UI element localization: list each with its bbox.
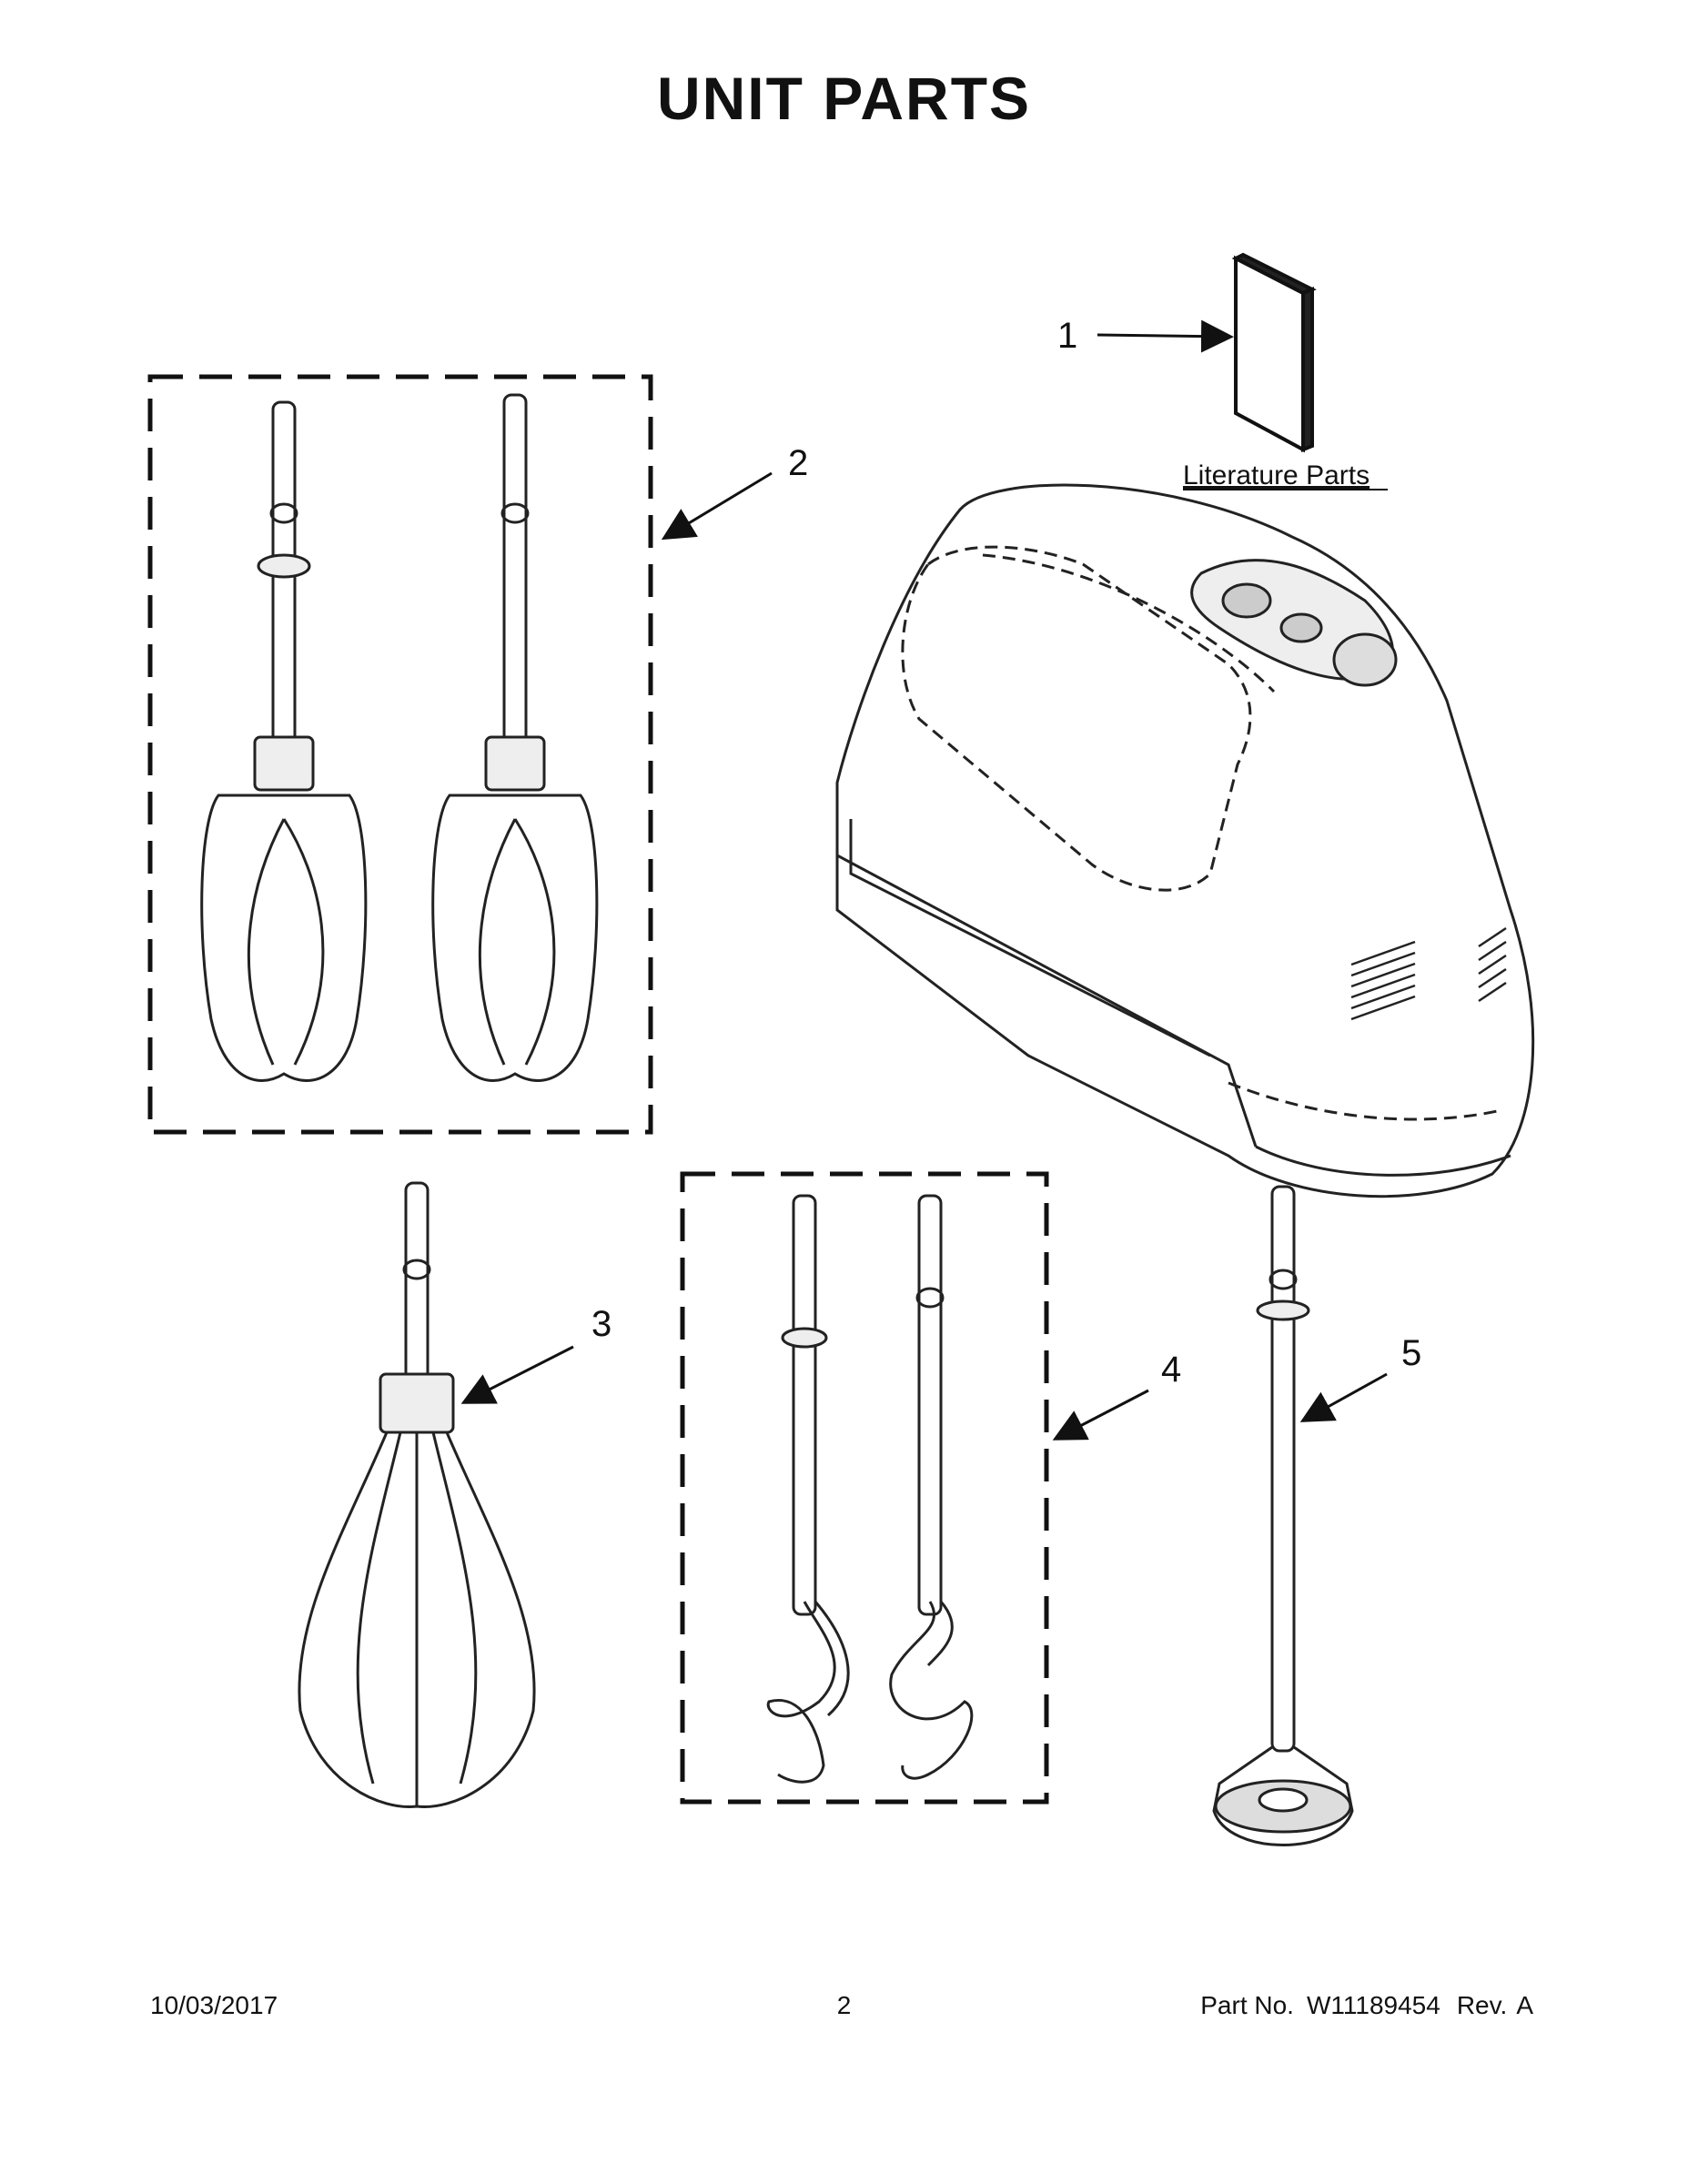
literature-book-illustration xyxy=(1231,252,1317,453)
callout-4-arrow xyxy=(1052,1389,1149,1441)
hand-mixer-illustration xyxy=(835,483,1535,1198)
footer-page-number: 2 xyxy=(836,1991,852,2019)
callout-2-group-box xyxy=(147,374,653,1135)
page-title: UNIT PARTS xyxy=(656,65,1032,132)
literature-parts-label: Literature Parts xyxy=(1183,460,1370,490)
callout-4: 4 xyxy=(1161,1350,1181,1390)
dough-hook-left-illustration xyxy=(766,1194,850,1784)
footer-date: 10/03/2017 xyxy=(150,1991,278,2019)
dough-hook-right-illustration xyxy=(889,1194,974,1780)
rev-value: A xyxy=(1516,1991,1533,2019)
callout-2: 2 xyxy=(788,443,808,483)
whisk-illustration xyxy=(298,1181,536,1809)
callout-5-arrow xyxy=(1299,1372,1388,1422)
blending-rod-illustration xyxy=(1212,1185,1354,1846)
callout-3-arrow xyxy=(460,1345,574,1404)
callout-5: 5 xyxy=(1401,1333,1421,1373)
callout-2-arrow xyxy=(661,471,773,541)
callout-4-group-box xyxy=(680,1171,1049,1805)
beater-left-illustration xyxy=(200,400,368,1082)
footer-part-number: Part No. W11189454 Rev. A xyxy=(1200,1991,1533,2020)
callout-3: 3 xyxy=(591,1304,612,1344)
callout-1-arrow xyxy=(1097,319,1234,353)
part-no-value: W11189454 xyxy=(1306,1991,1440,2019)
part-no-label: Part No. xyxy=(1200,1991,1294,2019)
rev-label: Rev. xyxy=(1456,1991,1508,2019)
callout-1: 1 xyxy=(1057,316,1077,356)
beater-right-illustration xyxy=(431,393,599,1082)
